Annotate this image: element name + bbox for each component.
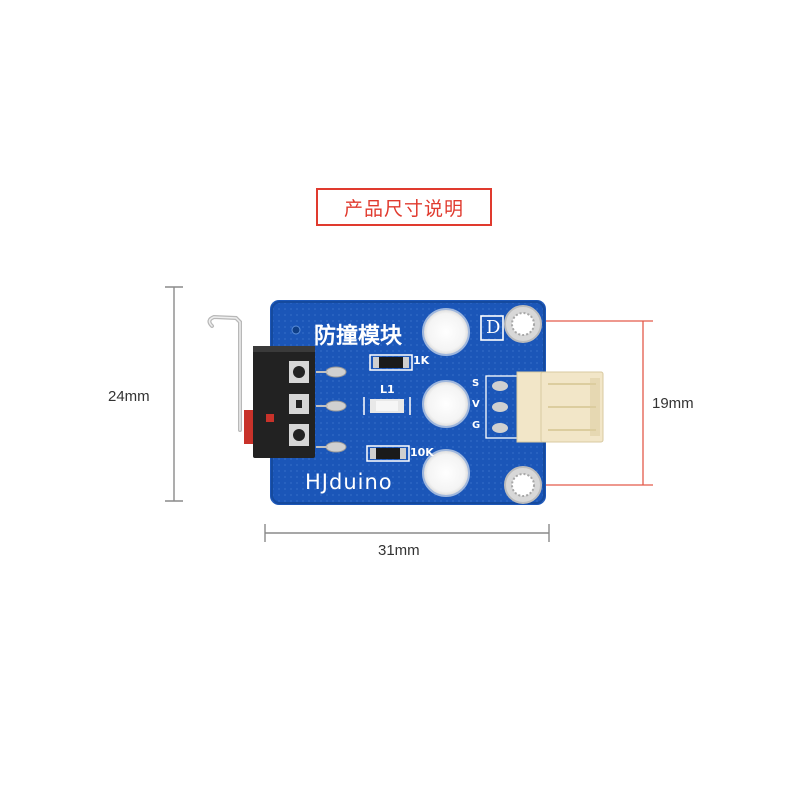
width-dimension-line	[264, 524, 550, 542]
module-name-label: 防撞模块	[314, 324, 403, 349]
pcb-board	[270, 300, 546, 505]
switch-solder-pins	[316, 366, 347, 453]
via-hole	[291, 325, 301, 335]
port-label-box	[480, 315, 504, 341]
brand-label: HJduino	[305, 470, 393, 494]
micro-switch	[253, 346, 315, 458]
product-dimension-title-text: 产品尺寸说明	[343, 197, 464, 220]
pin-label-s: S	[472, 378, 480, 389]
product-dimension-title: 产品尺寸说明	[316, 188, 492, 226]
hole-bottom	[422, 449, 470, 497]
switch-lever	[207, 314, 254, 444]
connector	[516, 371, 604, 443]
resistor-bottom-label: 10K	[410, 446, 434, 459]
port-label: D	[486, 317, 501, 338]
pin-label-g: G	[472, 420, 481, 431]
led-label: L1	[380, 383, 395, 396]
mounting-holes	[422, 308, 470, 497]
width-dimension-label: 31mm	[378, 542, 420, 559]
pin-pads	[485, 375, 519, 439]
hole-spacing-dimension-line	[525, 320, 653, 486]
height-dimension-line	[165, 286, 183, 502]
hole-spacing-dimension-label: 19mm	[652, 395, 694, 412]
plated-holes	[504, 305, 542, 504]
hole-middle	[422, 380, 470, 428]
resistor-10k	[366, 445, 410, 462]
led-l1	[363, 397, 411, 415]
height-dimension-label: 24mm	[108, 388, 150, 405]
hole-top	[422, 308, 470, 356]
pin-label-v: V	[472, 399, 480, 410]
resistor-top-label: 1K	[413, 354, 430, 367]
resistor-1k	[369, 354, 413, 371]
